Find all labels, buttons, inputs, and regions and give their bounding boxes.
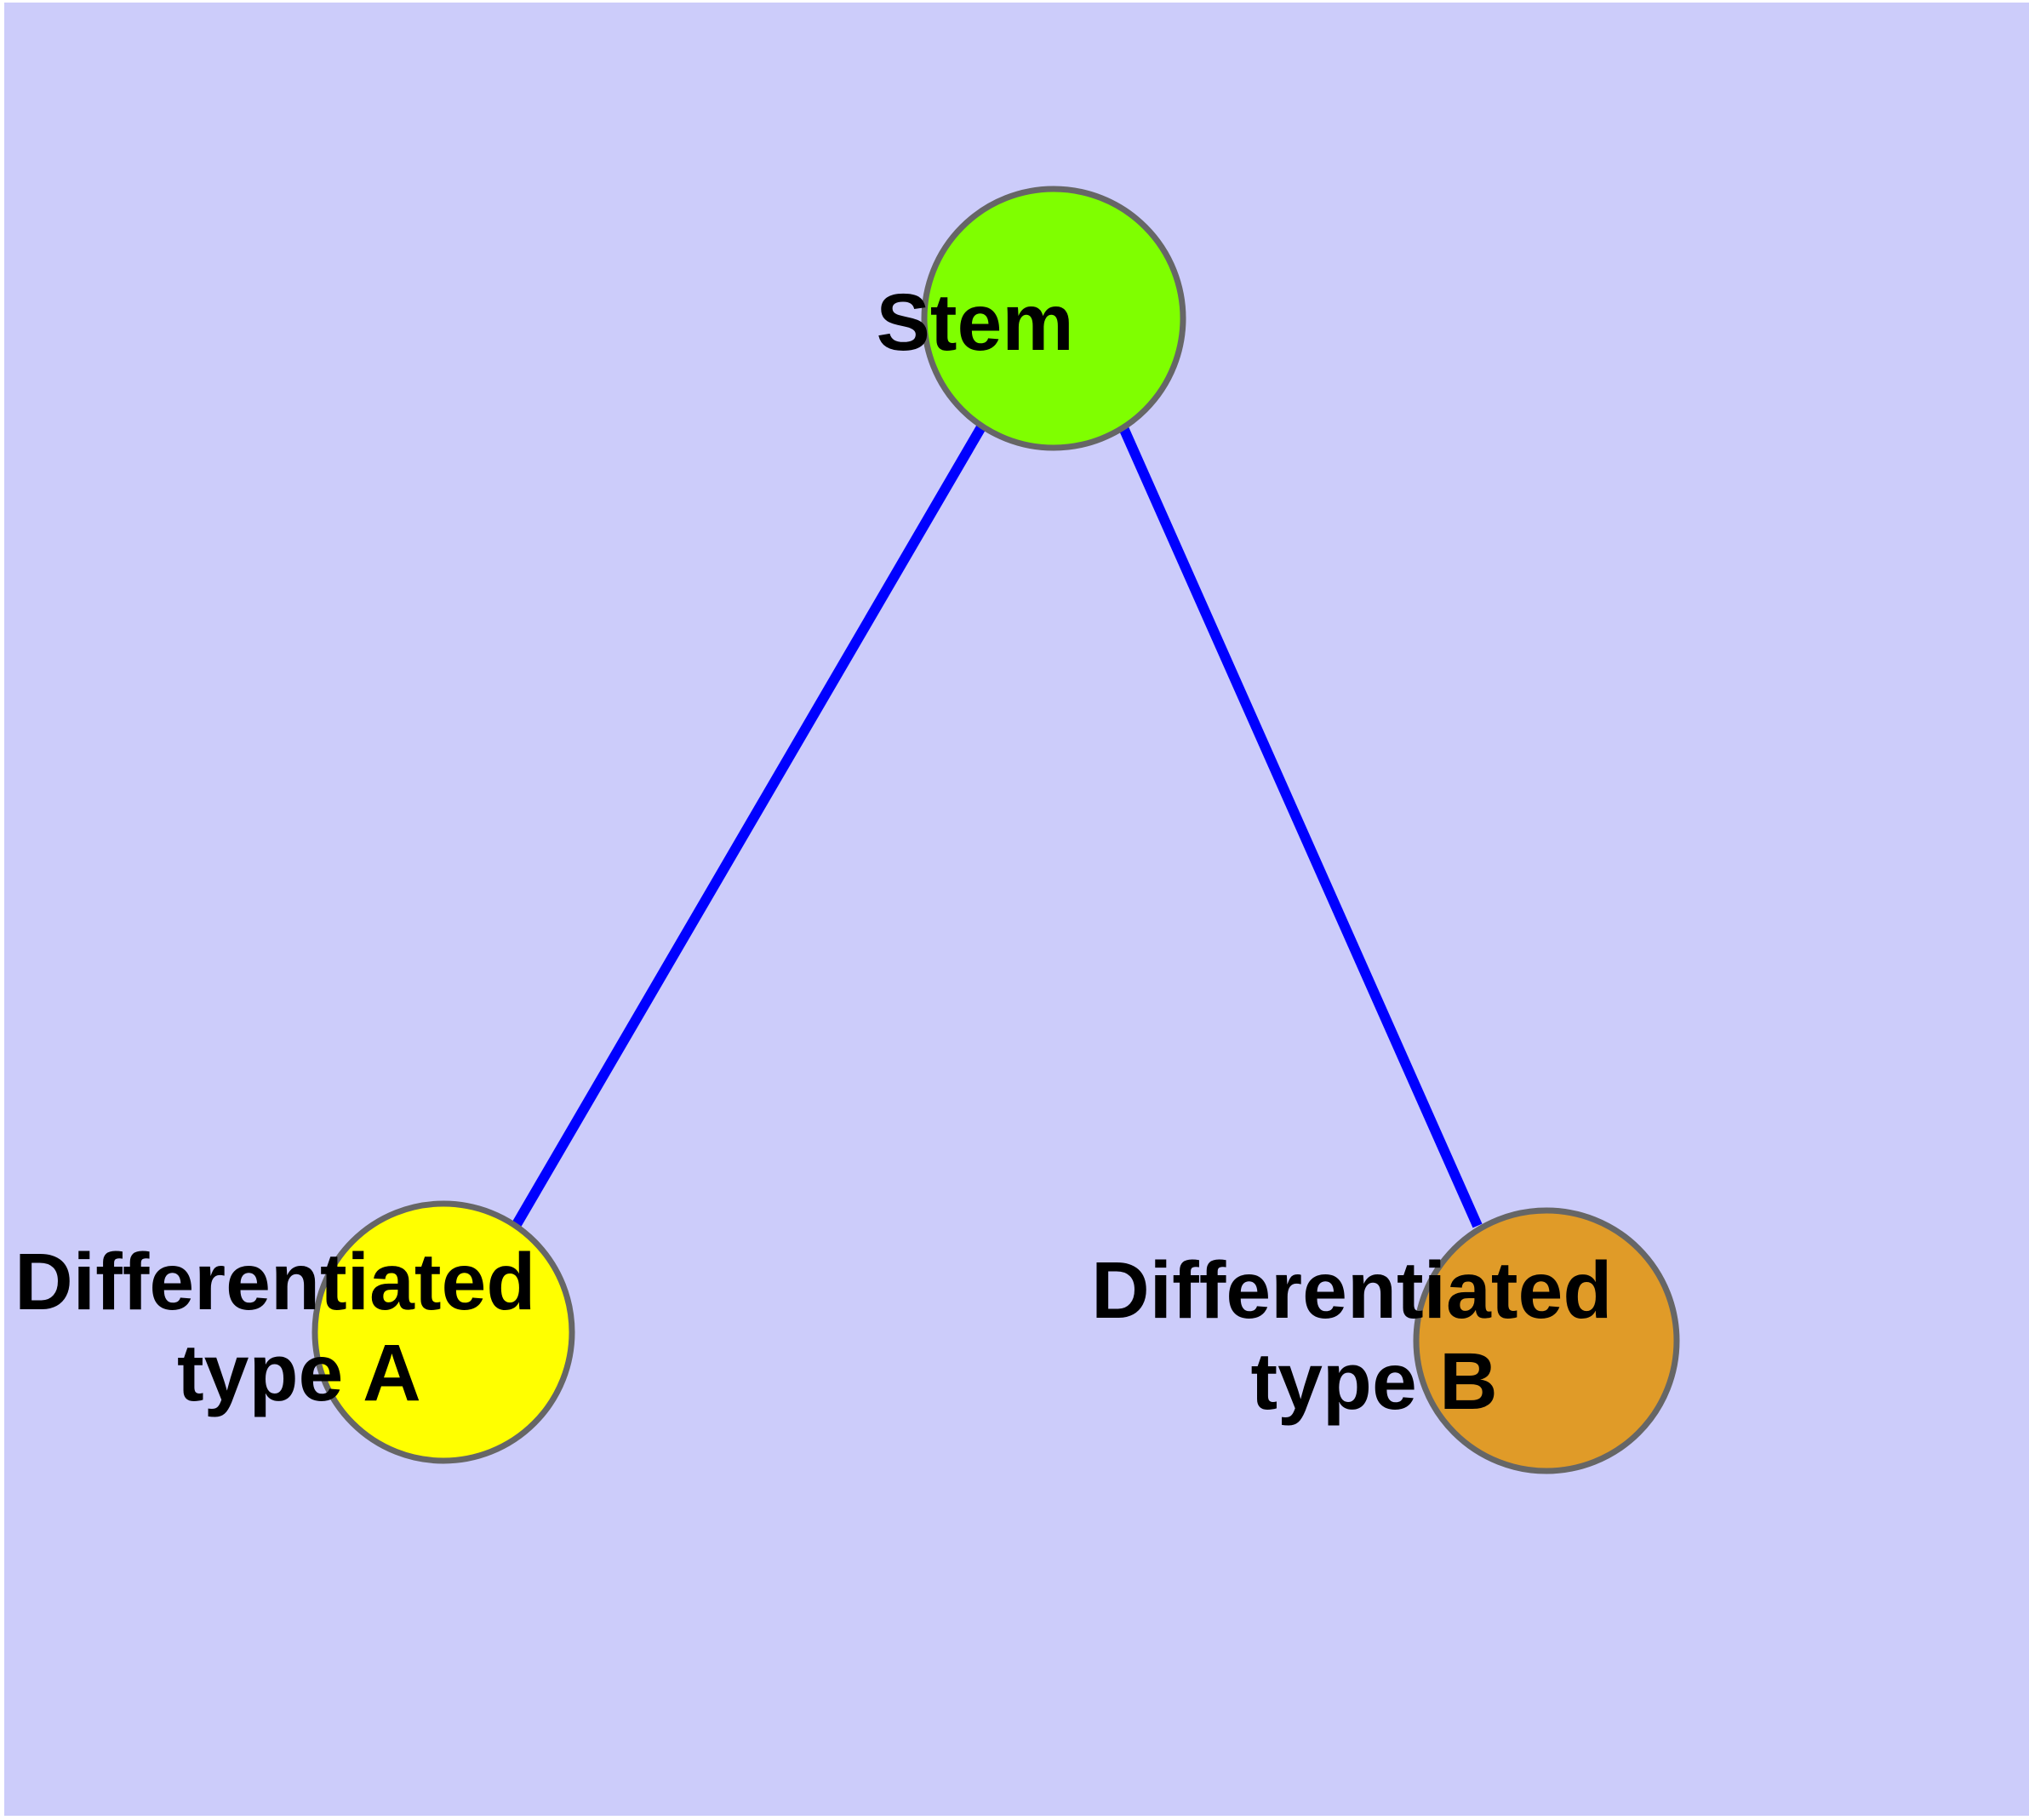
node-differentiated-type-b[interactable]: Differentiated type B xyxy=(1091,1207,1815,1474)
edge-stem-to-differentiated-type-a[interactable] xyxy=(511,422,987,1229)
node-label-stem-line-1: Stem xyxy=(876,278,1073,368)
node-label-differentiated-type-a-line-1: Differentiated xyxy=(14,1237,535,1327)
node-label-stem: Stem xyxy=(876,278,1231,368)
node-label-differentiated-type-b-line-1: Differentiated xyxy=(1091,1245,1612,1336)
edges-group xyxy=(511,421,1483,1229)
node-circle-differentiated-type-b[interactable] xyxy=(1413,1207,1680,1474)
edge-stem-to-differentiated-type-b[interactable] xyxy=(1117,421,1483,1228)
node-label-differentiated-type-a: Differentiated type A xyxy=(14,1237,738,1418)
node-circle-differentiated-type-a[interactable] xyxy=(311,1200,575,1464)
node-label-differentiated-type-a-line-2: type A xyxy=(177,1328,420,1418)
node-stem[interactable]: Stem xyxy=(876,186,1231,451)
node-label-differentiated-type-b-line-2: type B xyxy=(1250,1336,1497,1427)
node-circle-stem[interactable] xyxy=(921,186,1186,451)
node-label-differentiated-type-b: Differentiated type B xyxy=(1091,1245,1815,1427)
node-differentiated-type-a[interactable]: Differentiated type A xyxy=(14,1200,738,1464)
